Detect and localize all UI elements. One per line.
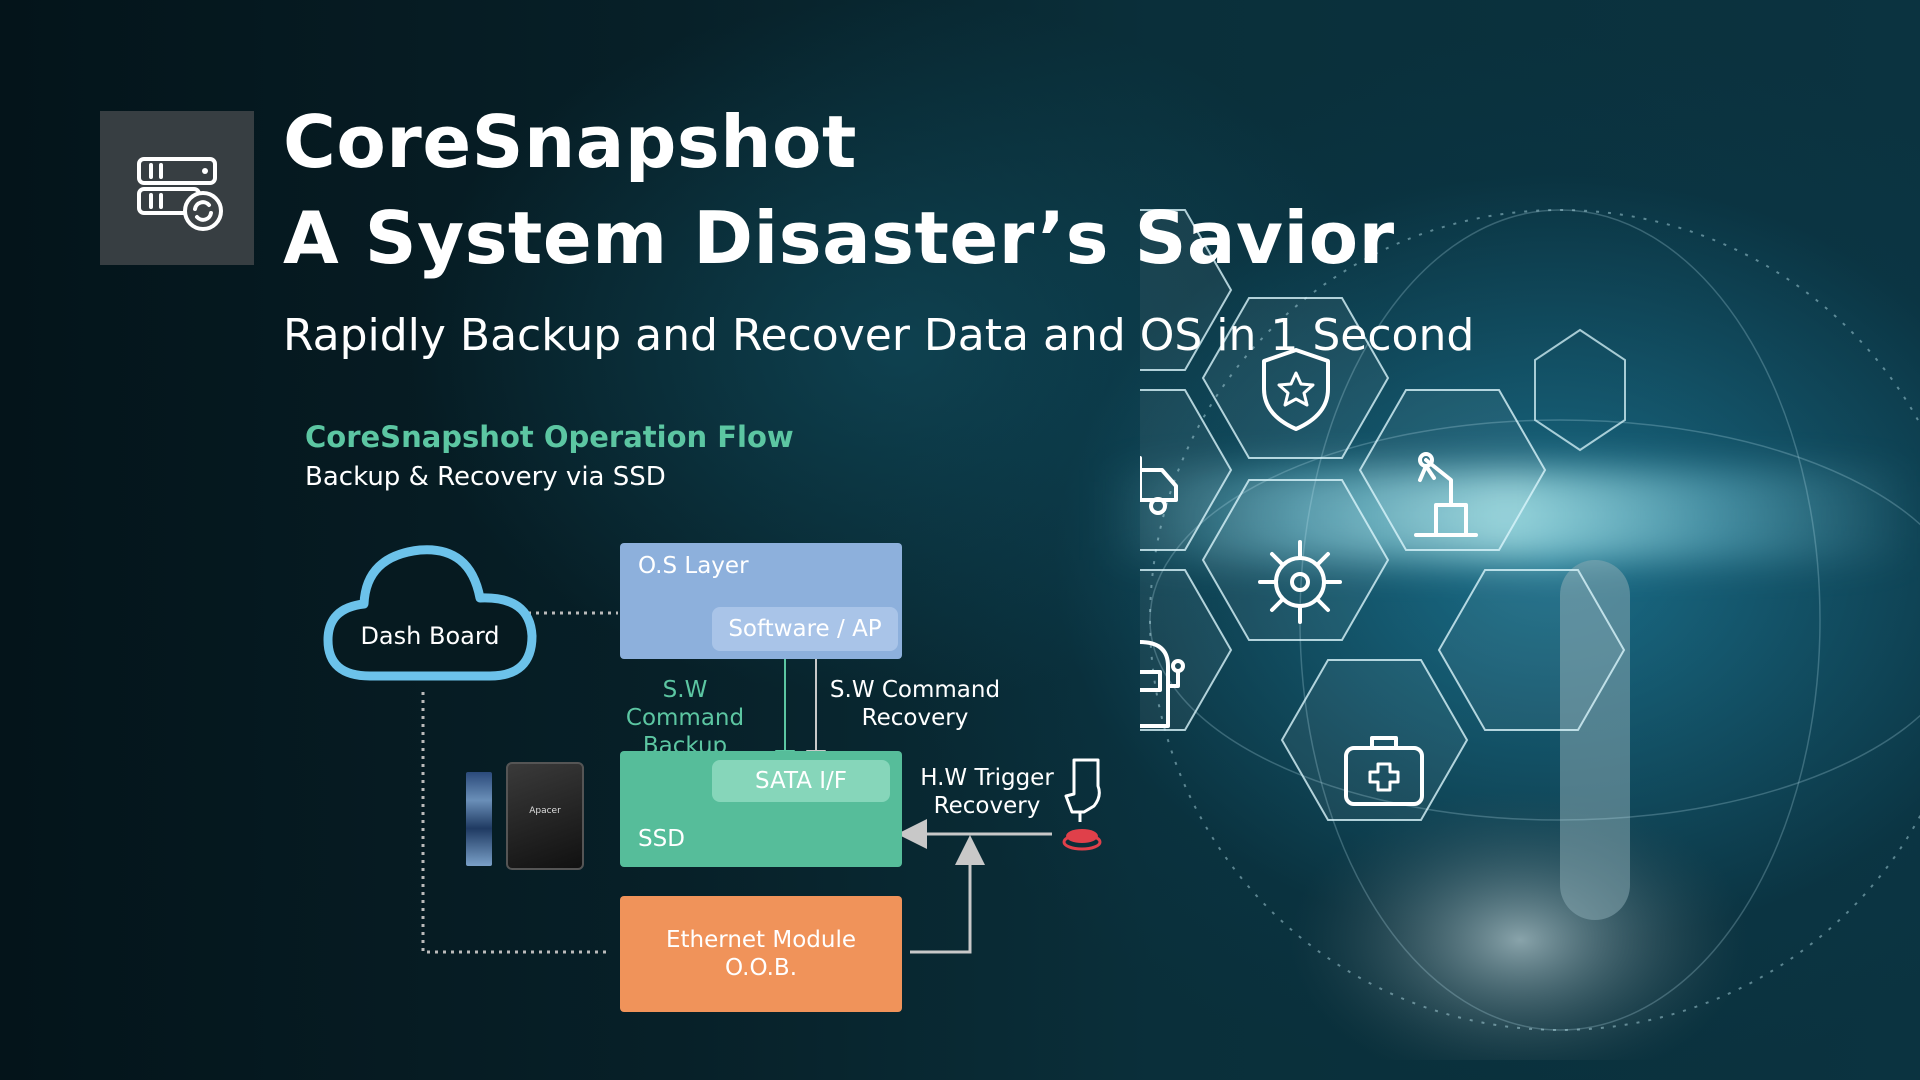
ethernet-line2: O.O.B. bbox=[724, 955, 798, 981]
background-light-band bbox=[1100, 470, 1920, 560]
ethernet-to-trigger-arrow bbox=[910, 835, 985, 954]
sw-recovery-line1: S.W Command bbox=[829, 677, 1001, 703]
robot-arm-icon bbox=[1414, 452, 1478, 537]
m2-ssd-device-image bbox=[466, 772, 492, 866]
hex-shield-tile bbox=[1201, 297, 1390, 459]
flow-title: CoreSnapshot Operation Flow bbox=[305, 420, 794, 454]
shield-star-icon bbox=[1262, 348, 1330, 431]
flow-subtitle: Backup & Recovery via SSD bbox=[305, 462, 666, 492]
hex-slot-tile bbox=[1140, 569, 1233, 731]
truck-icon bbox=[1140, 456, 1178, 515]
ssd-device-image bbox=[506, 762, 584, 870]
ssd-label: SSD bbox=[638, 826, 685, 852]
network-hub-icon bbox=[1258, 540, 1342, 624]
page-title-line1: CoreSnapshot bbox=[283, 100, 857, 184]
globe-parallel-a bbox=[1149, 419, 1920, 821]
push-button-icon bbox=[1062, 758, 1102, 851]
dashboard-label: Dash Board bbox=[360, 622, 500, 650]
cloud-icon bbox=[323, 545, 537, 681]
network-globe-graphic bbox=[1140, 209, 1920, 1060]
hand-shape bbox=[1290, 790, 1750, 1060]
sata-if-pill: SATA I/F bbox=[712, 760, 890, 802]
sw-command-recovery-label: S.W Command Recovery bbox=[825, 676, 1005, 732]
hw-trigger-line2: Recovery bbox=[933, 793, 1041, 819]
hex-shield bbox=[1534, 328, 1626, 452]
os-layer-label: O.S Layer bbox=[638, 553, 749, 579]
sw-recovery-line2: Recovery bbox=[861, 705, 969, 731]
hex-robot-tile bbox=[1358, 389, 1547, 551]
slot-machine-icon bbox=[1140, 640, 1185, 728]
finger-shape bbox=[1560, 560, 1630, 920]
device-brand-label: Apacer bbox=[529, 806, 561, 816]
hex-empty-tile-c bbox=[1140, 209, 1233, 371]
sw-command-backup-label: S.W Command Backup bbox=[600, 676, 770, 760]
ethernet-module-box: Ethernet Module O.O.B. bbox=[620, 896, 902, 1012]
server-sync-icon bbox=[137, 157, 223, 231]
sw-backup-line1: S.W Command bbox=[625, 677, 745, 731]
page-title-line2: A System Disaster’s Savior bbox=[283, 196, 1395, 280]
page-subtitle: Rapidly Backup and Recover Data and OS i… bbox=[283, 310, 1475, 361]
hex-empty-tile-a bbox=[1437, 569, 1626, 731]
software-ap-pill: Software / AP bbox=[712, 607, 898, 651]
medical-kit-icon bbox=[1344, 736, 1424, 806]
hw-trigger-line1: H.W Trigger bbox=[920, 765, 1054, 791]
ethernet-line1: Ethernet Module bbox=[665, 927, 857, 953]
hw-trigger-label: H.W Trigger Recovery bbox=[912, 764, 1062, 820]
